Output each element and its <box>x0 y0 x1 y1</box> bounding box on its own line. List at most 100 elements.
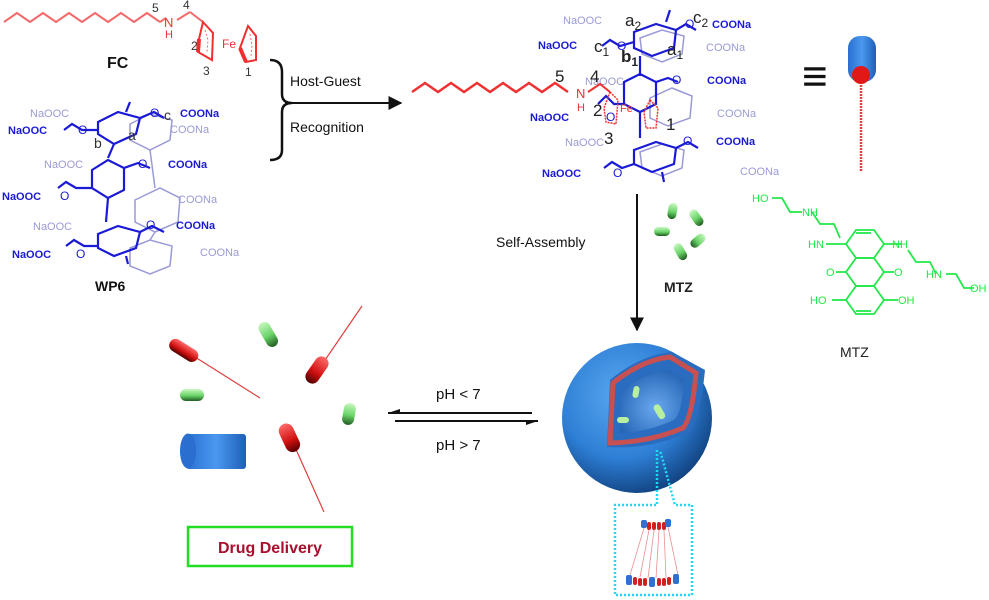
fc-cp-ring-left <box>196 19 215 62</box>
fc-position-1: 1 <box>245 65 252 79</box>
complex-atom-h: H <box>577 102 585 114</box>
wp6-molecule: NaOOC COONa NaOOC COONa NaOOC COONa NaOO… <box>2 101 240 275</box>
wp6-oxygen: O <box>76 247 85 261</box>
wp6-coona-light: COONa <box>170 124 210 136</box>
wp6-coona-dark: COONa <box>168 159 208 171</box>
complex-coona-light: COONa <box>740 166 780 178</box>
amphiphile-schematic <box>848 36 876 172</box>
complex-oxygen: O <box>606 110 615 124</box>
fc-atom-fe: Fe <box>222 37 236 51</box>
equilibrium-label-acidic: pH < 7 <box>436 386 481 403</box>
complex-oxygen: O <box>613 166 622 180</box>
fc-position-5: 5 <box>152 1 159 15</box>
released-components <box>169 305 363 513</box>
complex-naooc-light: NaOOC <box>563 15 602 27</box>
mtz-group-nh-right: NH <box>892 239 908 251</box>
inset-bilayer-bottom <box>626 574 679 587</box>
wp6-naooc-light: NaOOC <box>30 108 69 120</box>
wp6-naooc-light: NaOOC <box>44 159 83 171</box>
equivalence-symbol: ≡ <box>802 52 828 101</box>
mtz-group-o-left: O <box>826 267 835 279</box>
recognition-label-line2: Recognition <box>290 119 364 135</box>
mtz-pill <box>180 389 204 401</box>
complex-proton-a1: a1 <box>667 40 683 62</box>
membrane-inset <box>613 449 694 597</box>
wp6-oxygen: O <box>150 106 159 120</box>
complex-proton-a2: a2 <box>625 11 641 33</box>
mtz-structure-labels: HO NH HN NH HN OH O O HO OH <box>752 193 987 307</box>
complex-position-4: 4 <box>590 67 599 86</box>
complex-atom-n: N <box>576 86 585 101</box>
complex-naooc-light: NaOOC <box>585 76 624 88</box>
wp6-cylinder <box>180 433 246 469</box>
fc-cp-ring-right <box>238 23 257 64</box>
complex-coona-light: COONa <box>717 108 757 120</box>
fc-molecule: 5 N H 4 2 3 Fe 1 <box>3 0 257 79</box>
mtz-pill <box>654 227 670 236</box>
mtz-pill <box>689 209 704 226</box>
mtz-drug-cluster <box>654 203 706 261</box>
complex-oxygen: O <box>683 134 692 148</box>
fc-label: FC <box>107 55 129 72</box>
mtz-pill <box>673 243 688 261</box>
equilibrium-label-basic: pH > 7 <box>436 437 481 454</box>
mtz-group-hn-left: HN <box>808 239 824 251</box>
fc-atom-h: H <box>165 29 173 41</box>
vesicle-membrane-layer <box>607 354 699 446</box>
self-assembly-label: Self-Assembly <box>496 234 585 250</box>
mtz-group-ho-bottom: HO <box>810 295 827 307</box>
complex-oxygen: O <box>672 73 681 87</box>
recognition-brace <box>269 58 293 162</box>
encapsulated-drug <box>632 386 640 398</box>
complex-naooc-dark: NaOOC <box>530 112 569 124</box>
equilibrium-arrows <box>388 409 538 425</box>
fc-position-2: 2 <box>191 39 198 53</box>
amphiphile-pill <box>169 338 199 362</box>
wp6-proton-c: c <box>164 107 171 123</box>
complex-position-2: 2 <box>593 101 602 120</box>
complex-coona-dark: COONa <box>707 75 747 87</box>
complex-position-5: 5 <box>555 67 564 86</box>
amphiphile-pill <box>278 423 301 453</box>
fc-position-4: 4 <box>183 0 190 12</box>
fc-atom-n: N <box>164 15 173 30</box>
mtz-group-oh-right: OH <box>970 283 987 295</box>
complex-coona-light: COONa <box>706 42 746 54</box>
complex-proton-c1: c1 <box>594 37 610 59</box>
drug-delivery-label: Drug Delivery <box>218 540 322 557</box>
wp6-coona-dark: COONa <box>180 108 220 120</box>
complex-naooc-light: NaOOC <box>565 137 604 149</box>
fc-position-3: 3 <box>203 64 210 78</box>
wp6-oxygen: O <box>78 123 87 137</box>
mtz-pill <box>258 321 278 347</box>
mtz-pill <box>342 403 356 425</box>
complex-guest-chain <box>411 81 569 94</box>
inset-bilayer-top <box>641 519 671 530</box>
encapsulated-drug <box>653 404 666 420</box>
wp6-oxygen: O <box>146 218 155 232</box>
wp6-label: WP6 <box>95 278 126 294</box>
complex-coona-dark: COONa <box>716 136 756 148</box>
amphiphile-pill <box>305 356 329 384</box>
mtz-group-o-right: O <box>894 267 903 279</box>
complex-oxygen: O <box>685 17 694 31</box>
wp6-oxygen: O <box>138 157 147 171</box>
vesicle <box>562 343 712 493</box>
complex-naooc-dark: NaOOC <box>542 168 581 180</box>
wp6-proton-a: a <box>128 127 136 143</box>
wp6-naooc-light: NaOOC <box>33 221 72 233</box>
wp6-naooc-dark: NaOOC <box>8 125 47 137</box>
wp6-naooc-dark: NaOOC <box>2 191 41 203</box>
complex-proton-c2: c2 <box>693 8 709 30</box>
fc-alkyl-chain <box>3 11 161 24</box>
encapsulated-drug <box>617 417 629 423</box>
mtz-group-ho-top: HO <box>752 193 769 205</box>
mtz-drug-label: MTZ <box>664 279 693 295</box>
wp6-coona-light: COONa <box>200 247 240 259</box>
mtz-group-nh-top: NH <box>802 207 818 219</box>
wp6-proton-b: b <box>94 135 102 151</box>
complex-naooc-dark: NaOOC <box>538 40 577 52</box>
mtz-group-hn-right: HN <box>926 269 942 281</box>
wp6-coona-dark: COONa <box>176 220 216 232</box>
wp6-coona-light: COONa <box>178 194 218 206</box>
